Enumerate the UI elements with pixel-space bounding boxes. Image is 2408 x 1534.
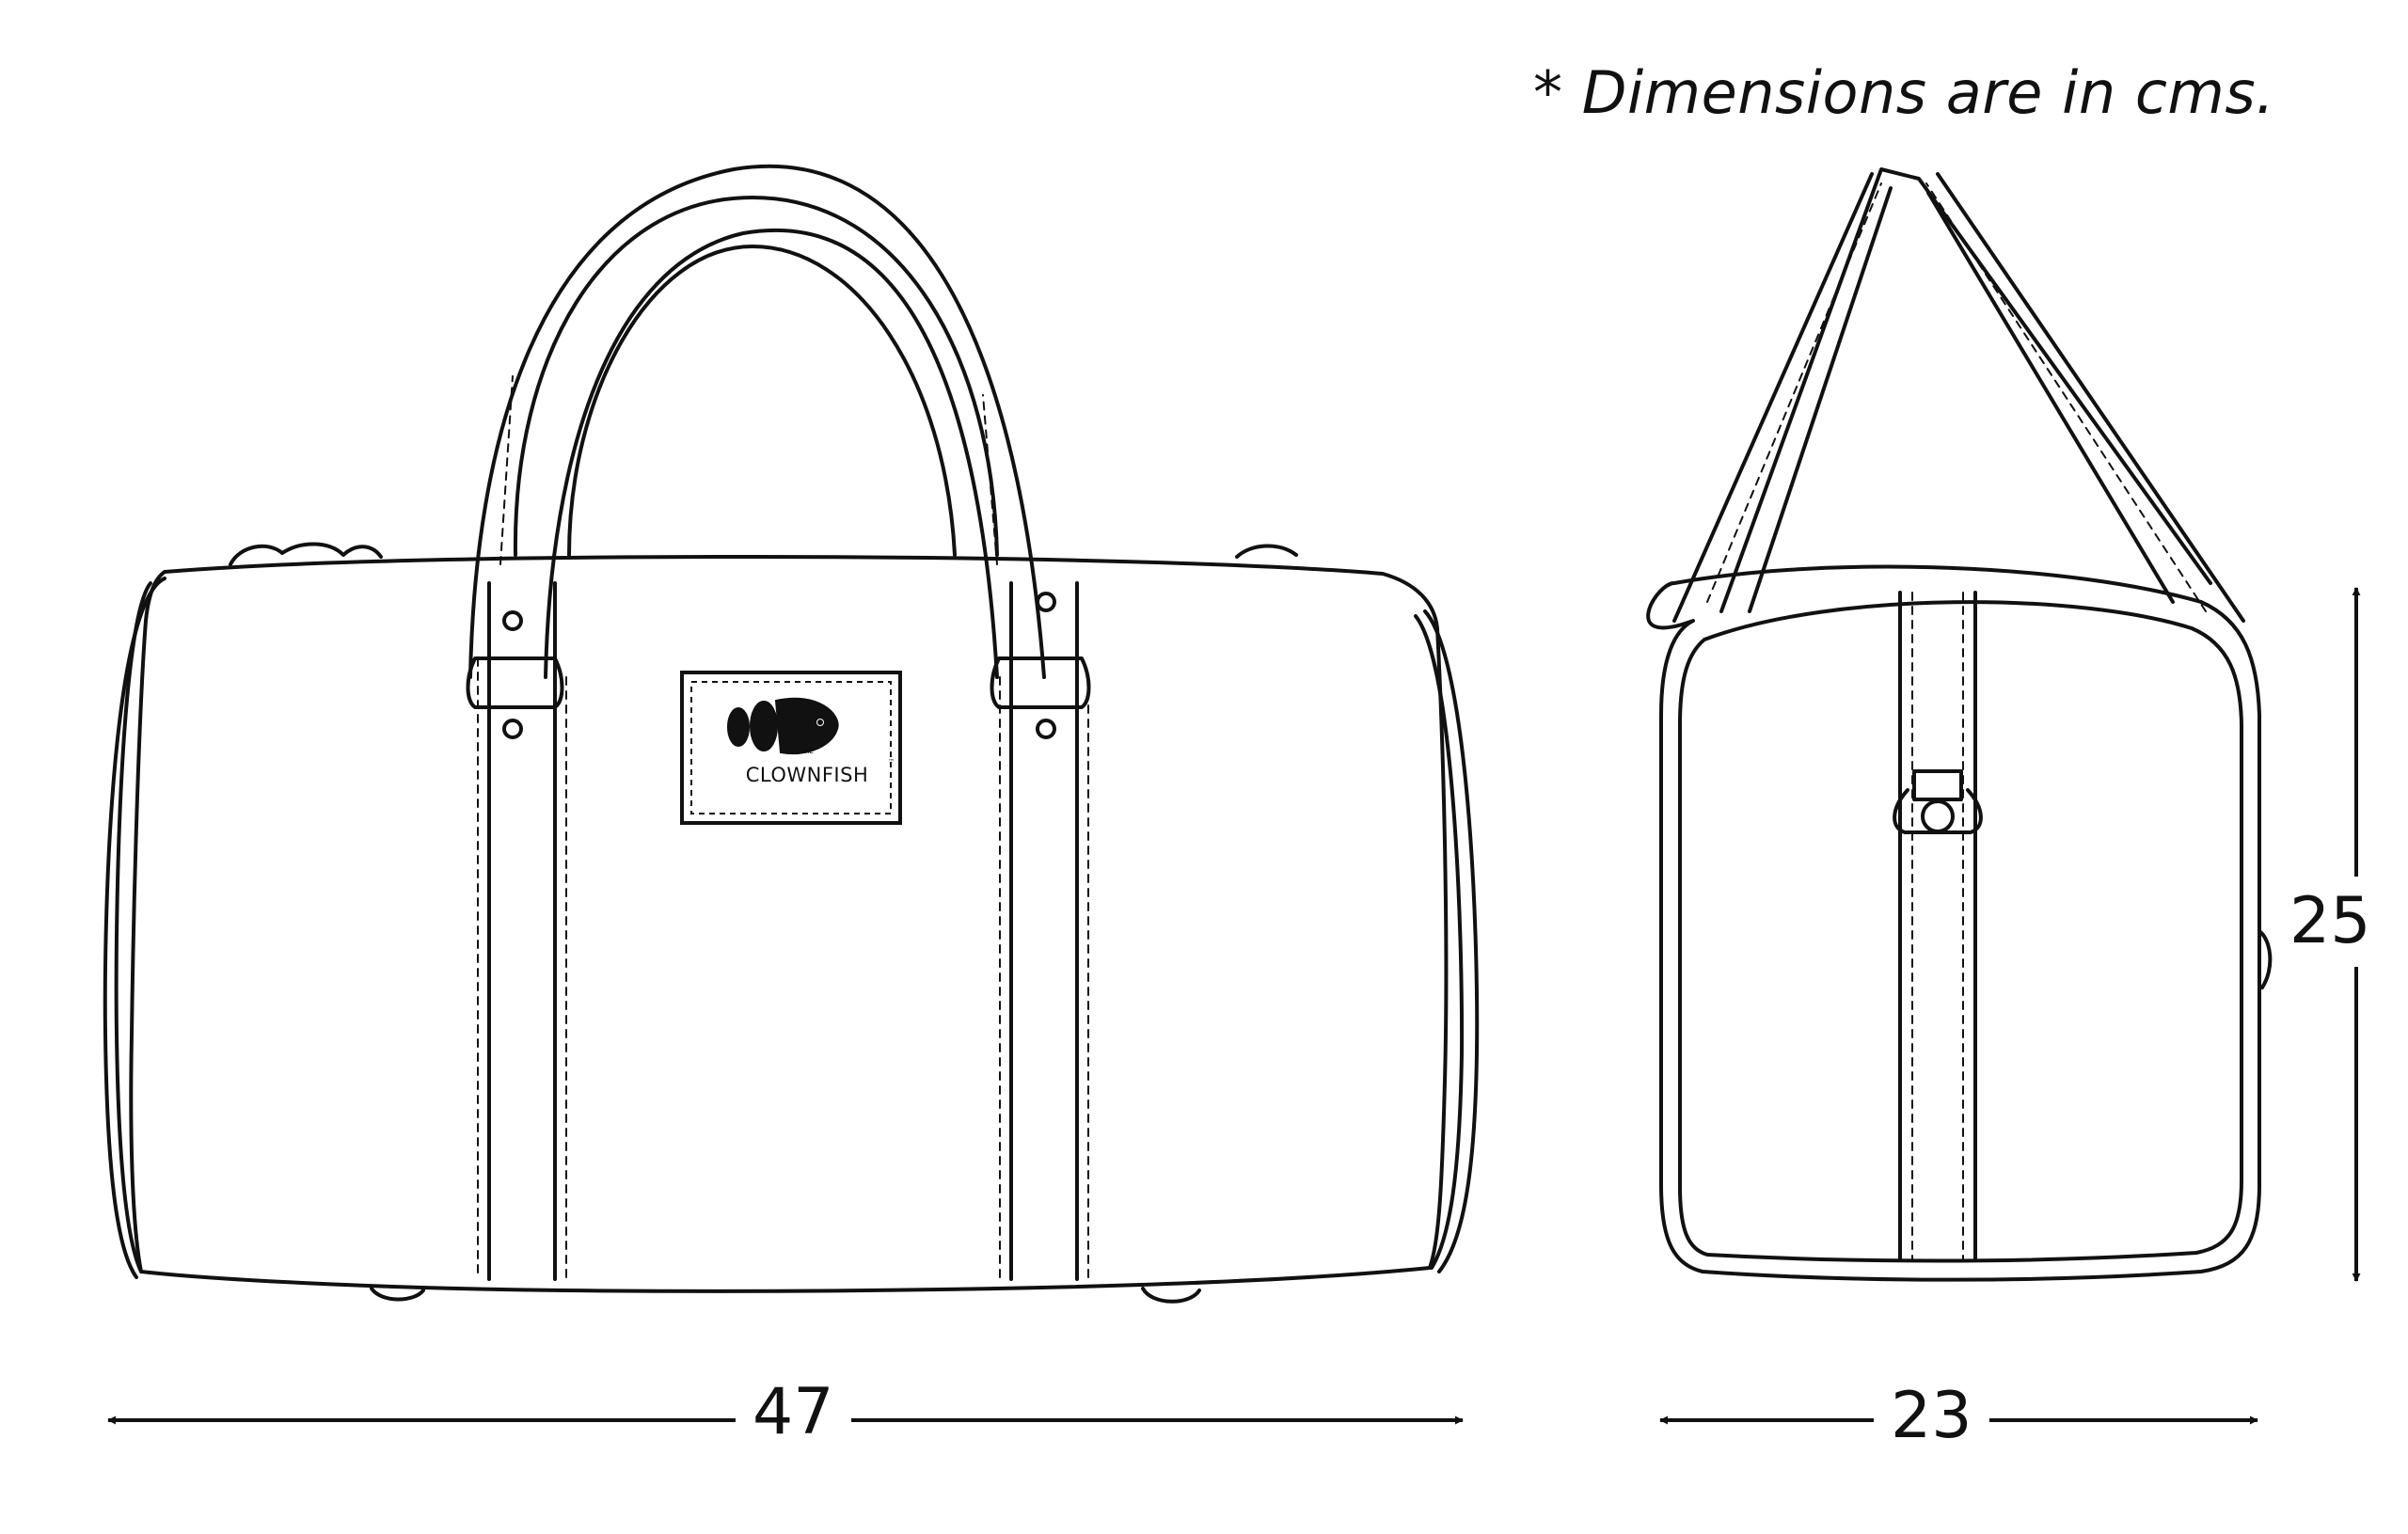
- width-label: 47: [736, 1381, 851, 1445]
- front-handle-front: [468, 164, 1046, 679]
- front-right-strap: [1009, 581, 1079, 1281]
- front-handle-front-inner: [544, 228, 999, 679]
- rivet: [502, 610, 523, 631]
- zipper-pull-left: [229, 542, 383, 566]
- front-right-end-seam: [1414, 614, 1465, 1270]
- bag-foot-right: [1141, 1287, 1201, 1304]
- dimension-note: * Dimensions are in cms.: [1533, 58, 2275, 127]
- rivet: [1036, 719, 1056, 739]
- side-strap-stitch: [1911, 592, 1964, 1261]
- front-right-ring: [990, 656, 1091, 709]
- dimension-lines: [107, 587, 2361, 1425]
- front-view-bag: [103, 164, 1480, 1304]
- rivet: [502, 719, 523, 739]
- front-handle-back: [513, 196, 999, 557]
- side-handle-stitch: [1706, 182, 2207, 612]
- side-view-bag: [1646, 167, 2273, 1282]
- front-left-strap-stitch: [477, 375, 567, 1280]
- side-d-ring-loop: [1921, 799, 1955, 833]
- side-handle-left: [1672, 172, 1893, 623]
- front-right-end-panel: [1423, 609, 1480, 1273]
- brand-trademark: ™: [888, 758, 895, 766]
- brand-the-text: THE: [800, 748, 814, 755]
- clownfish-icon: [727, 697, 839, 755]
- side-handle-right: [1926, 172, 2245, 623]
- brand-patch: [680, 671, 902, 825]
- front-left-strap: [487, 581, 557, 1281]
- height-label: 25: [2286, 877, 2375, 967]
- front-left-ring: [466, 656, 564, 709]
- front-right-strap-stitch: [982, 394, 1089, 1280]
- side-vertical-strap: [1898, 591, 1977, 1262]
- zipper-pull-right: [1235, 544, 1298, 559]
- front-main-body: [129, 555, 1449, 1293]
- front-left-end-seam: [114, 581, 152, 1273]
- side-zipper-pull: [2258, 929, 2273, 989]
- front-handle-back-inner: [567, 245, 957, 557]
- side-body-outer: [1646, 564, 2261, 1282]
- side-handle-outer: [1719, 167, 2212, 613]
- rivet: [1036, 592, 1056, 612]
- depth-label: 23: [1874, 1384, 1989, 1448]
- brand-name: CLOWNFISH: [745, 764, 869, 786]
- bag-foot-left: [370, 1287, 425, 1302]
- side-body-piping: [1678, 600, 2243, 1263]
